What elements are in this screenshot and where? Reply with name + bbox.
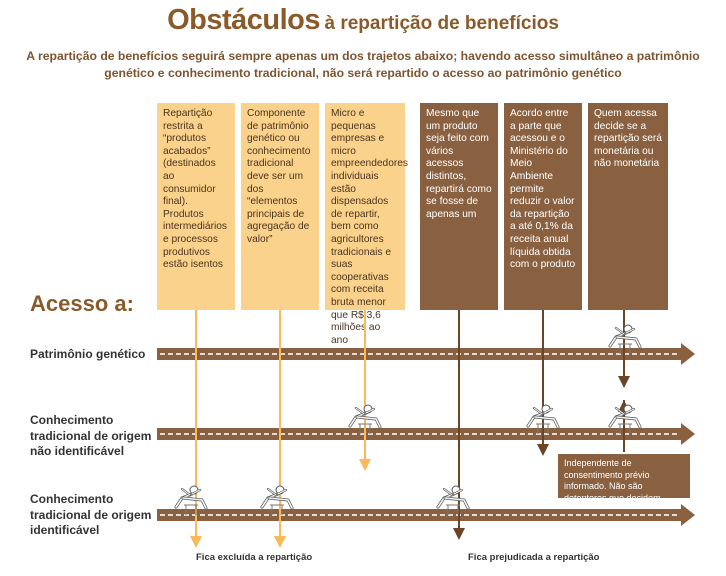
obstacle-box-2: Componente de patrimônio genético ou con… — [241, 103, 319, 310]
arrow-box-5 — [537, 310, 549, 456]
obstacle-box-5: Acordo entre a parte que acessou e o Min… — [504, 103, 582, 310]
obstacle-box-1: Repartição restrita a “produtos acabados… — [157, 103, 235, 310]
row-label-identifiable: Conhecimento tradicional de origem ident… — [30, 492, 152, 537]
track-identifiable — [157, 504, 695, 526]
title-main: Obstáculos — [167, 4, 321, 36]
title-suffix: à repartição de benefícios — [324, 13, 559, 34]
footer-excluded: Fica excluída a repartição — [196, 552, 313, 563]
obstacle-box-6: Quem acessa decide se a repartição será … — [588, 103, 668, 310]
obstacle-box-3: Micro e pequenas empresas e micro empree… — [325, 103, 408, 346]
obstacle-box-4: Mesmo que um produto seja feito com vári… — [420, 103, 498, 310]
consent-note: Independente de consentimento prévio inf… — [558, 454, 690, 503]
subtitle: A repartição de benefícios seguirá sempr… — [26, 49, 700, 80]
track-genetic — [157, 343, 695, 365]
arrow-box-3 — [359, 310, 371, 471]
footer-harmed: Fica prejudicada a repartição — [468, 552, 600, 563]
row-label-unidentifiable: Conhecimento tradicional de origem não i… — [30, 413, 152, 458]
page-title: Obstáculos à repartição de benefícios — [0, 4, 726, 37]
track-unidentifiable — [157, 423, 695, 445]
access-label: Acesso a: — [30, 291, 134, 316]
row-label-genetic: Patrimônio genético — [30, 347, 146, 361]
